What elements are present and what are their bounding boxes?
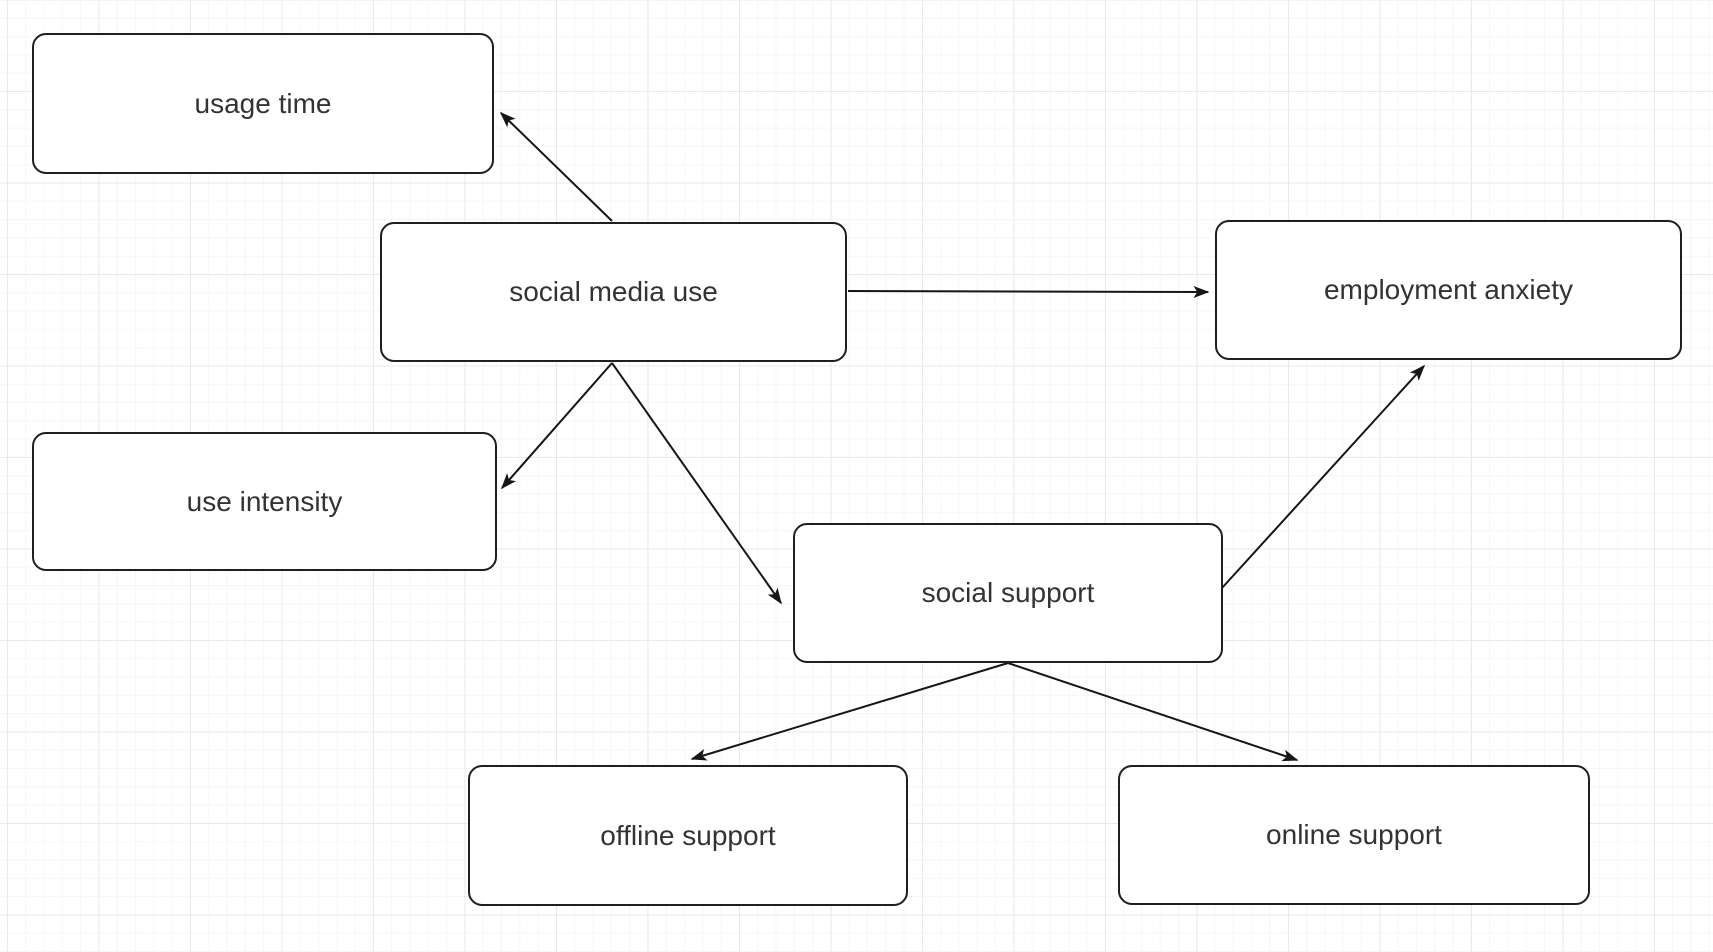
node-label: online support <box>1266 819 1442 851</box>
node-online-support[interactable]: online support <box>1118 765 1590 905</box>
node-offline-support[interactable]: offline support <box>468 765 908 906</box>
edge-social-support-to-offline-support[interactable] <box>690 662 1009 761</box>
node-label: social media use <box>509 276 718 308</box>
node-employment-anxiety[interactable]: employment anxiety <box>1215 220 1682 360</box>
node-social-support[interactable]: social support <box>793 523 1223 663</box>
edge-social-media-use-to-employment-anxiety[interactable] <box>847 285 1210 298</box>
node-use-intensity[interactable]: use intensity <box>32 432 497 571</box>
node-label: usage time <box>194 87 332 119</box>
node-label: employment anxiety <box>1323 274 1573 306</box>
node-usage-time[interactable]: usage time <box>32 33 494 174</box>
edge-social-media-use-to-usage-time[interactable] <box>499 111 613 222</box>
edge-social-media-use-to-social-support[interactable] <box>611 362 782 605</box>
node-social-media-use[interactable]: social media use <box>380 222 847 362</box>
node-label: social support <box>921 577 1095 609</box>
edge-social-media-use-to-use-intensity[interactable] <box>501 362 613 490</box>
edge-social-support-to-employment-anxiety[interactable] <box>1221 364 1426 589</box>
node-label: offline support <box>600 819 776 851</box>
edge-social-support-to-online-support[interactable] <box>1007 662 1299 762</box>
node-label: use intensity <box>186 485 343 517</box>
